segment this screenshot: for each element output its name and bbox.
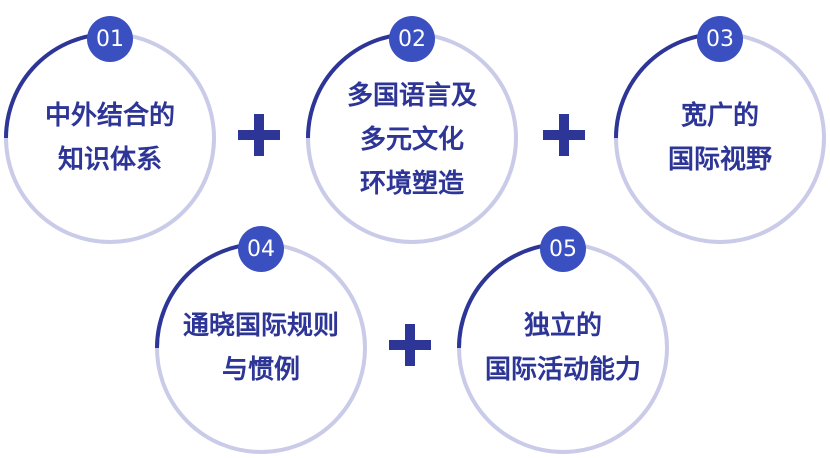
feature-label-line: 通晓国际规则: [182, 311, 339, 341]
feature-circle-03: 03 宽广的 国际视野: [612, 16, 828, 246]
feature-label-line: 中外结合的: [44, 101, 175, 131]
feature-label-line: 独立的: [523, 311, 602, 341]
feature-label-line: 多元文化: [359, 125, 464, 155]
number-badge: 05: [540, 226, 586, 272]
feature-label-line: 国际视野: [667, 145, 772, 175]
plus-icon: [238, 114, 280, 156]
feature-label-line: 国际活动能力: [484, 355, 641, 385]
feature-label-line: 与惯例: [221, 355, 300, 385]
plus-icon: [389, 324, 431, 366]
feature-label-line: 环境塑造: [359, 169, 464, 199]
feature-label-line: 知识体系: [57, 145, 162, 175]
feature-label: 多国语言及 多元文化 环境塑造: [304, 74, 520, 206]
feature-label-line: 宽广的: [680, 101, 759, 131]
feature-label-line: 多国语言及: [346, 81, 477, 111]
feature-label: 宽广的 国际视野: [612, 94, 828, 182]
feature-circle-02: 02 多国语言及 多元文化 环境塑造: [304, 16, 520, 246]
number-badge: 02: [389, 16, 435, 62]
feature-circle-01: 01 中外结合的 知识体系: [2, 16, 218, 246]
feature-label: 独立的 国际活动能力: [455, 304, 671, 392]
feature-label: 通晓国际规则 与惯例: [153, 304, 369, 392]
number-badge: 04: [238, 226, 284, 272]
feature-label: 中外结合的 知识体系: [2, 94, 218, 182]
feature-circle-04: 04 通晓国际规则 与惯例: [153, 226, 369, 456]
number-badge: 01: [87, 16, 133, 62]
plus-icon: [543, 114, 585, 156]
feature-circle-05: 05 独立的 国际活动能力: [455, 226, 671, 456]
number-badge: 03: [697, 16, 743, 62]
